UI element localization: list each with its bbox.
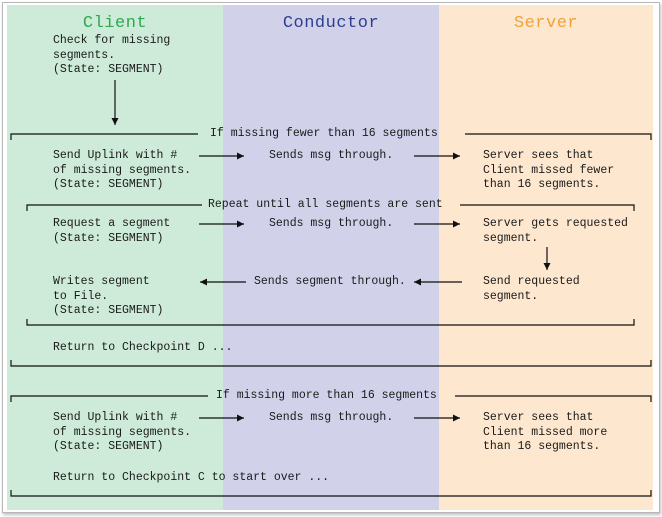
writes-segment-text: Writes segment to File. (State: SEGMENT)	[53, 275, 164, 317]
conductor-lane-title: Conductor	[282, 14, 380, 33]
more-server-sees-text: Server sees that Client missed more than…	[483, 411, 608, 453]
fewer-block-top-left	[10, 133, 198, 140]
repeat-block-header: Repeat until all segments are sent	[208, 198, 443, 211]
server-lane-title: Server	[513, 14, 579, 33]
fewer-block-header: If missing fewer than 16 segments	[210, 127, 438, 140]
more-block-top-left	[10, 395, 208, 402]
check-missing-text: Check for missing segments. (State: SEGM…	[53, 34, 171, 76]
more-client-uplink-text: Send Uplink with # of missing segments. …	[53, 411, 192, 453]
more-block-header: If missing more than 16 segments	[216, 389, 437, 402]
server-lane: Server	[439, 5, 653, 510]
send-requested-text: Send requested segment.	[483, 275, 580, 303]
conductor-lane: Conductor	[223, 5, 439, 510]
repeat-block-top-right	[460, 204, 635, 211]
request-segment-text: Request a segment (State: SEGMENT)	[53, 217, 171, 245]
more-block-top-right	[455, 395, 652, 402]
fewer-server-sees-text: Server sees that Client missed fewer tha…	[483, 149, 615, 191]
return-checkpoint-d-text: Return to Checkpoint D ...	[53, 341, 233, 354]
fewer-block-bottom	[10, 360, 652, 367]
repeat-block-top-left	[26, 204, 202, 211]
server-gets-text: Server gets requested segment.	[483, 217, 628, 245]
fewer-block-top-right	[465, 133, 652, 140]
sends-segment-text: Sends segment through.	[254, 275, 406, 288]
return-checkpoint-c-text: Return to Checkpoint C to start over ...	[53, 471, 330, 484]
more-block-bottom	[10, 490, 652, 497]
fewer-client-uplink-text: Send Uplink with # of missing segments. …	[53, 149, 192, 191]
client-lane-title: Client	[82, 14, 148, 33]
more-conductor-msg-text: Sends msg through.	[269, 411, 394, 424]
request-conductor-msg-text: Sends msg through.	[269, 217, 394, 230]
repeat-block-bottom	[26, 319, 635, 326]
fewer-conductor-msg-text: Sends msg through.	[269, 149, 394, 162]
